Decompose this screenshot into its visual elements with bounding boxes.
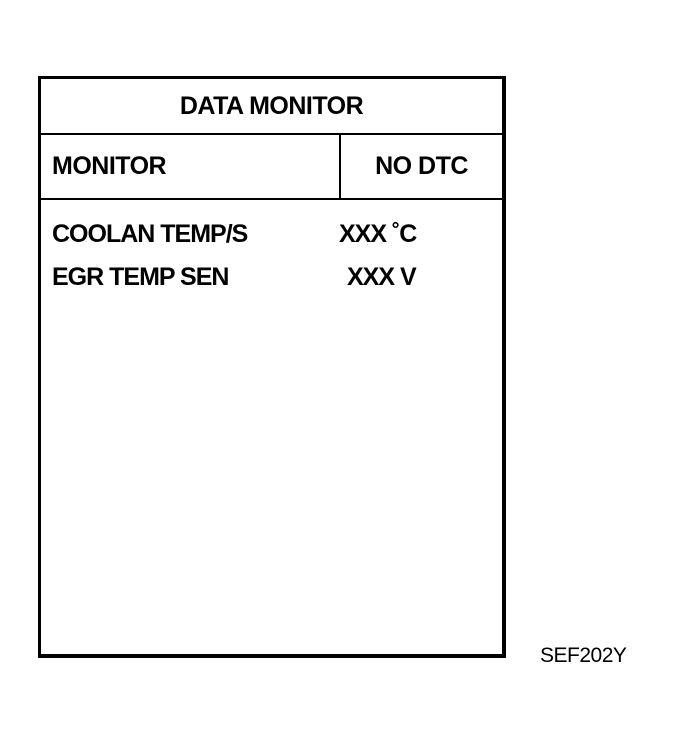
item-name: EGR TEMP SEN: [52, 263, 229, 291]
dtc-status: NO DTC: [375, 152, 468, 180]
item-value: XXX V: [347, 263, 417, 291]
screen-title: DATA MONITOR: [41, 79, 502, 135]
monitor-item-egr-temp: EGR TEMP SEN XXX V: [52, 263, 417, 292]
monitor-item-coolant-temp: COOLAN TEMP/S XXX ˚C: [52, 220, 417, 249]
monitor-label: MONITOR: [41, 135, 341, 198]
header-row: MONITOR NO DTC: [41, 135, 502, 200]
data-monitor-screen: DATA MONITOR MONITOR NO DTC COOLAN TEMP/…: [38, 76, 506, 658]
item-name: COOLAN TEMP/S: [52, 220, 248, 248]
item-value: XXX ˚C: [339, 220, 417, 248]
figure-id: SEF202Y: [540, 644, 627, 667]
